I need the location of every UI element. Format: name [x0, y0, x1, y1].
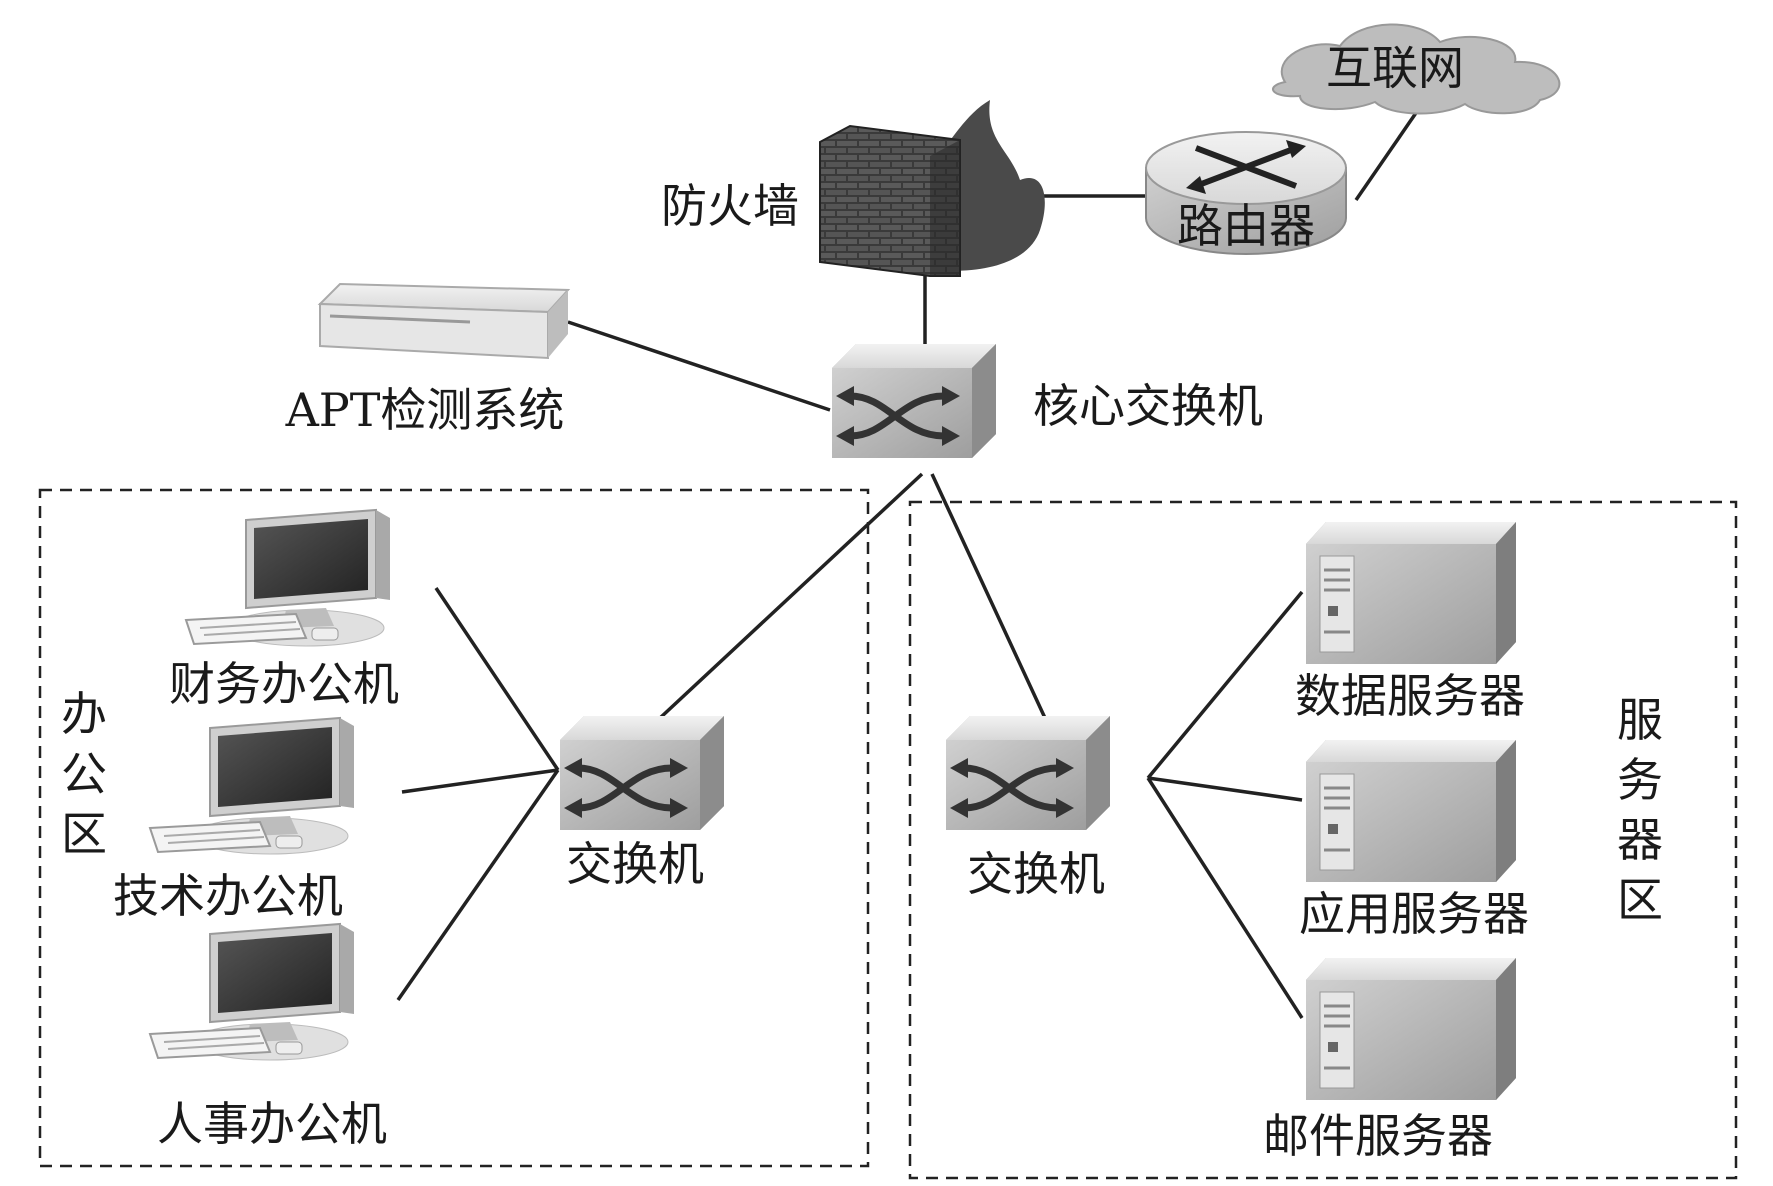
hr-pc: 人事办公机: [149, 923, 387, 1151]
switch-icon: [832, 344, 996, 458]
link-server-switch-data: [1146, 590, 1304, 780]
link-office-switch-tech: [401, 768, 559, 794]
office-zone-char: 办: [61, 687, 107, 741]
server-zone-border: [908, 500, 1738, 1180]
link-core-server-switch: [930, 473, 1047, 719]
app-server-label: 应用服务器: [1299, 887, 1529, 941]
link-office-switch-hr: [396, 769, 560, 1001]
links: [396, 109, 1420, 1019]
hr-pc-label: 人事办公机: [157, 1097, 387, 1151]
finance-pc-label: 财务办公机: [169, 657, 399, 711]
desktop-pc-icon: [149, 717, 355, 855]
office-zone-border: [38, 488, 870, 1168]
data-server: 数据服务器: [1295, 520, 1525, 723]
server-tower-icon: [1304, 738, 1518, 884]
server-tower-icon: [1304, 520, 1518, 666]
apt-label: APT检测系统: [285, 383, 565, 437]
switch-icon: [946, 716, 1110, 830]
router: 路由器: [1145, 131, 1347, 255]
link-apt-core: [567, 320, 831, 412]
appliance-icon: [317, 282, 571, 360]
app-server: 应用服务器: [1299, 738, 1529, 941]
link-core-office-switch: [658, 472, 924, 720]
link-internet-router: [1354, 109, 1420, 201]
server-tower-icon: [1304, 956, 1518, 1102]
desktop-pc-icon: [185, 509, 391, 647]
cloud-icon: [1272, 23, 1561, 115]
office-switch-label: 交换机: [566, 837, 704, 891]
server-zone-char: 服: [1617, 693, 1663, 747]
data-server-label: 数据服务器: [1295, 669, 1525, 723]
mail-server: 邮件服务器: [1263, 956, 1518, 1163]
tech-pc: 技术办公机: [113, 717, 355, 923]
office-zone-char: 公: [61, 747, 107, 801]
finance-pc: 财务办公机: [169, 509, 399, 711]
server-switch: 交换机: [946, 716, 1110, 901]
office-zone-label: 办 公 区: [61, 687, 107, 861]
apt-system: APT检测系统: [285, 282, 571, 437]
server-zone-char: 务: [1617, 753, 1663, 807]
office-switch: 交换机: [560, 716, 724, 891]
link-server-switch-app: [1147, 776, 1303, 802]
internet-label: 互联网: [1326, 41, 1464, 95]
link-server-switch-mail: [1146, 777, 1304, 1019]
internet-cloud: 互联网: [1272, 23, 1561, 115]
switch-icon: [560, 716, 724, 830]
desktop-pc-icon: [149, 923, 355, 1061]
server-switch-label: 交换机: [967, 847, 1105, 901]
core-switch: 核心交换机: [832, 344, 1263, 458]
server-zone-label: 服 务 器 区: [1617, 693, 1663, 927]
server-zone-char: 区: [1617, 873, 1663, 927]
router-label: 路由器: [1177, 199, 1315, 253]
server-zone-char: 器: [1617, 813, 1663, 867]
tech-pc-label: 技术办公机: [113, 869, 343, 923]
link-office-switch-finance: [434, 587, 560, 771]
core-switch-label: 核心交换机: [1033, 379, 1263, 433]
mail-server-label: 邮件服务器: [1263, 1109, 1493, 1163]
firewall-label: 防火墙: [661, 179, 799, 233]
firewall: 防火墙: [661, 100, 1045, 277]
office-zone-char: 区: [61, 807, 107, 861]
